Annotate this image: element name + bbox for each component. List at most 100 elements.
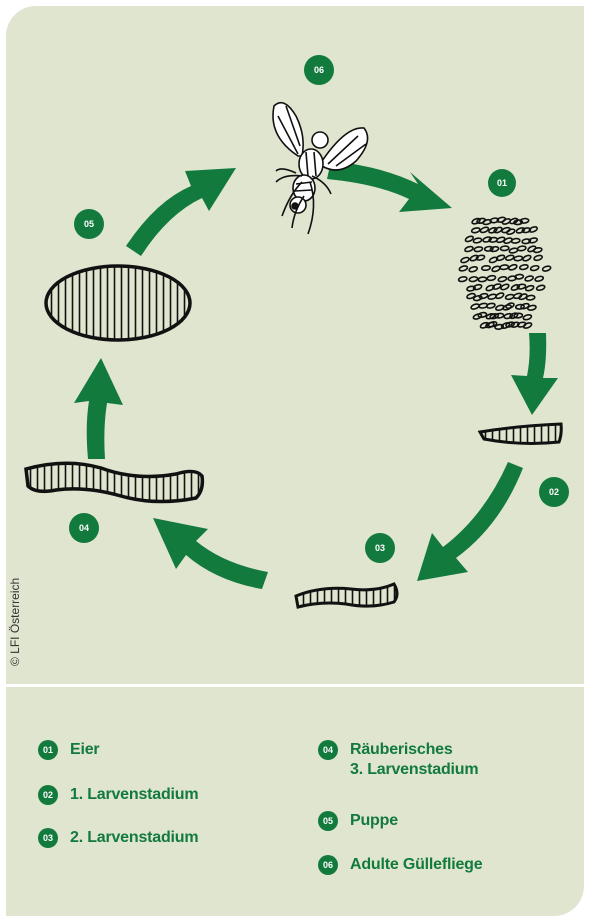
egg xyxy=(489,217,500,224)
egg xyxy=(528,237,539,244)
egg xyxy=(479,226,490,234)
egg xyxy=(527,245,537,253)
egg xyxy=(524,284,535,292)
legend-badge-04: 04 xyxy=(318,740,338,760)
copyright-notice: © LFI Österreich xyxy=(8,577,22,666)
egg xyxy=(513,312,524,319)
legend-item-04: 04 Räuberisches 3. Larvenstadium xyxy=(318,740,479,780)
egg xyxy=(500,283,510,291)
egg xyxy=(457,276,468,283)
legend-badge-06: 06 xyxy=(318,855,338,875)
egg xyxy=(533,254,544,262)
egg xyxy=(504,254,515,262)
egg xyxy=(464,245,474,253)
egg xyxy=(466,292,476,300)
legend-label-larva1: 1. Larvenstadium xyxy=(70,786,199,803)
egg xyxy=(483,245,494,252)
egg xyxy=(494,312,505,319)
legend-label-larva2: 2. Larvenstadium xyxy=(70,829,199,846)
egg xyxy=(480,264,491,272)
eggs-illustration xyxy=(457,216,552,330)
egg xyxy=(491,265,501,273)
egg xyxy=(516,245,527,252)
egg xyxy=(522,322,533,329)
egg xyxy=(521,238,532,245)
egg xyxy=(529,264,540,272)
egg xyxy=(532,246,543,254)
egg xyxy=(524,275,535,282)
pupa-illustration xyxy=(44,264,192,342)
egg xyxy=(472,295,483,302)
egg xyxy=(472,283,483,291)
egg xyxy=(488,256,499,264)
legend-label-eier: Eier xyxy=(70,741,100,758)
egg xyxy=(494,323,505,330)
egg xyxy=(464,235,475,243)
badge-02: 02 xyxy=(539,477,569,507)
egg xyxy=(470,227,481,234)
egg xyxy=(519,217,530,224)
arrow-eggs-to-larva1 xyxy=(511,333,558,415)
legend-label-larva3-line2: 3. Larvenstadium xyxy=(350,761,479,778)
egg xyxy=(477,311,488,319)
egg xyxy=(499,264,510,271)
egg xyxy=(514,273,525,280)
egg xyxy=(472,237,483,244)
egg xyxy=(487,321,498,328)
egg xyxy=(505,302,515,310)
svg-text:04: 04 xyxy=(79,523,89,533)
legend-item-05: 05 Puppe xyxy=(318,811,398,831)
egg xyxy=(518,263,529,271)
legend-label-puppe: Puppe xyxy=(350,812,398,829)
egg xyxy=(528,226,539,233)
egg xyxy=(495,254,506,262)
arrow-fly-to-eggs xyxy=(327,161,452,212)
egg xyxy=(534,275,545,282)
badge-04: 04 xyxy=(69,513,99,543)
legend-badge-05: 05 xyxy=(318,811,338,831)
svg-text:01: 01 xyxy=(497,178,507,188)
egg xyxy=(478,292,489,300)
svg-text:05: 05 xyxy=(84,219,94,229)
egg xyxy=(486,274,497,282)
lifecycle-card: 06 01 05 02 04 03 © LFI Österreich 01 Ei… xyxy=(6,6,584,916)
egg xyxy=(485,302,496,309)
legend-badge-03: 03 xyxy=(38,828,58,848)
svg-text:02: 02 xyxy=(549,487,559,497)
egg xyxy=(507,275,518,282)
egg xyxy=(460,256,470,264)
svg-text:06: 06 xyxy=(314,65,324,75)
arrow-larva1-to-larva2 xyxy=(417,462,523,581)
egg xyxy=(492,283,502,290)
egg xyxy=(525,294,536,301)
egg xyxy=(508,263,518,271)
badge-01: 01 xyxy=(488,169,516,197)
legend-label-fliege: Adulte Güllefliege xyxy=(350,856,483,873)
section-divider xyxy=(6,684,584,687)
egg xyxy=(513,255,524,262)
egg xyxy=(526,304,537,311)
legend-item-03: 03 2. Larvenstadium xyxy=(38,828,199,848)
egg xyxy=(500,322,511,330)
egg xyxy=(522,314,533,321)
egg xyxy=(505,228,516,236)
egg xyxy=(473,246,484,253)
svg-text:03: 03 xyxy=(375,543,385,553)
egg xyxy=(513,219,524,226)
badge-06: 06 xyxy=(304,55,334,85)
egg xyxy=(521,227,532,234)
egg xyxy=(458,265,469,272)
arrow-larva2-to-larva3 xyxy=(153,518,268,589)
egg xyxy=(503,312,514,320)
egg xyxy=(466,285,476,292)
egg xyxy=(518,293,528,301)
egg xyxy=(510,237,521,244)
fly-illustration xyxy=(272,101,369,235)
lifecycle-diagram: 06 01 05 02 04 03 xyxy=(24,55,569,609)
badge-05: 05 xyxy=(74,209,104,239)
egg xyxy=(468,266,479,273)
egg xyxy=(494,292,505,300)
badge-03: 03 xyxy=(365,533,395,563)
egg xyxy=(493,226,503,234)
egg xyxy=(489,313,500,320)
